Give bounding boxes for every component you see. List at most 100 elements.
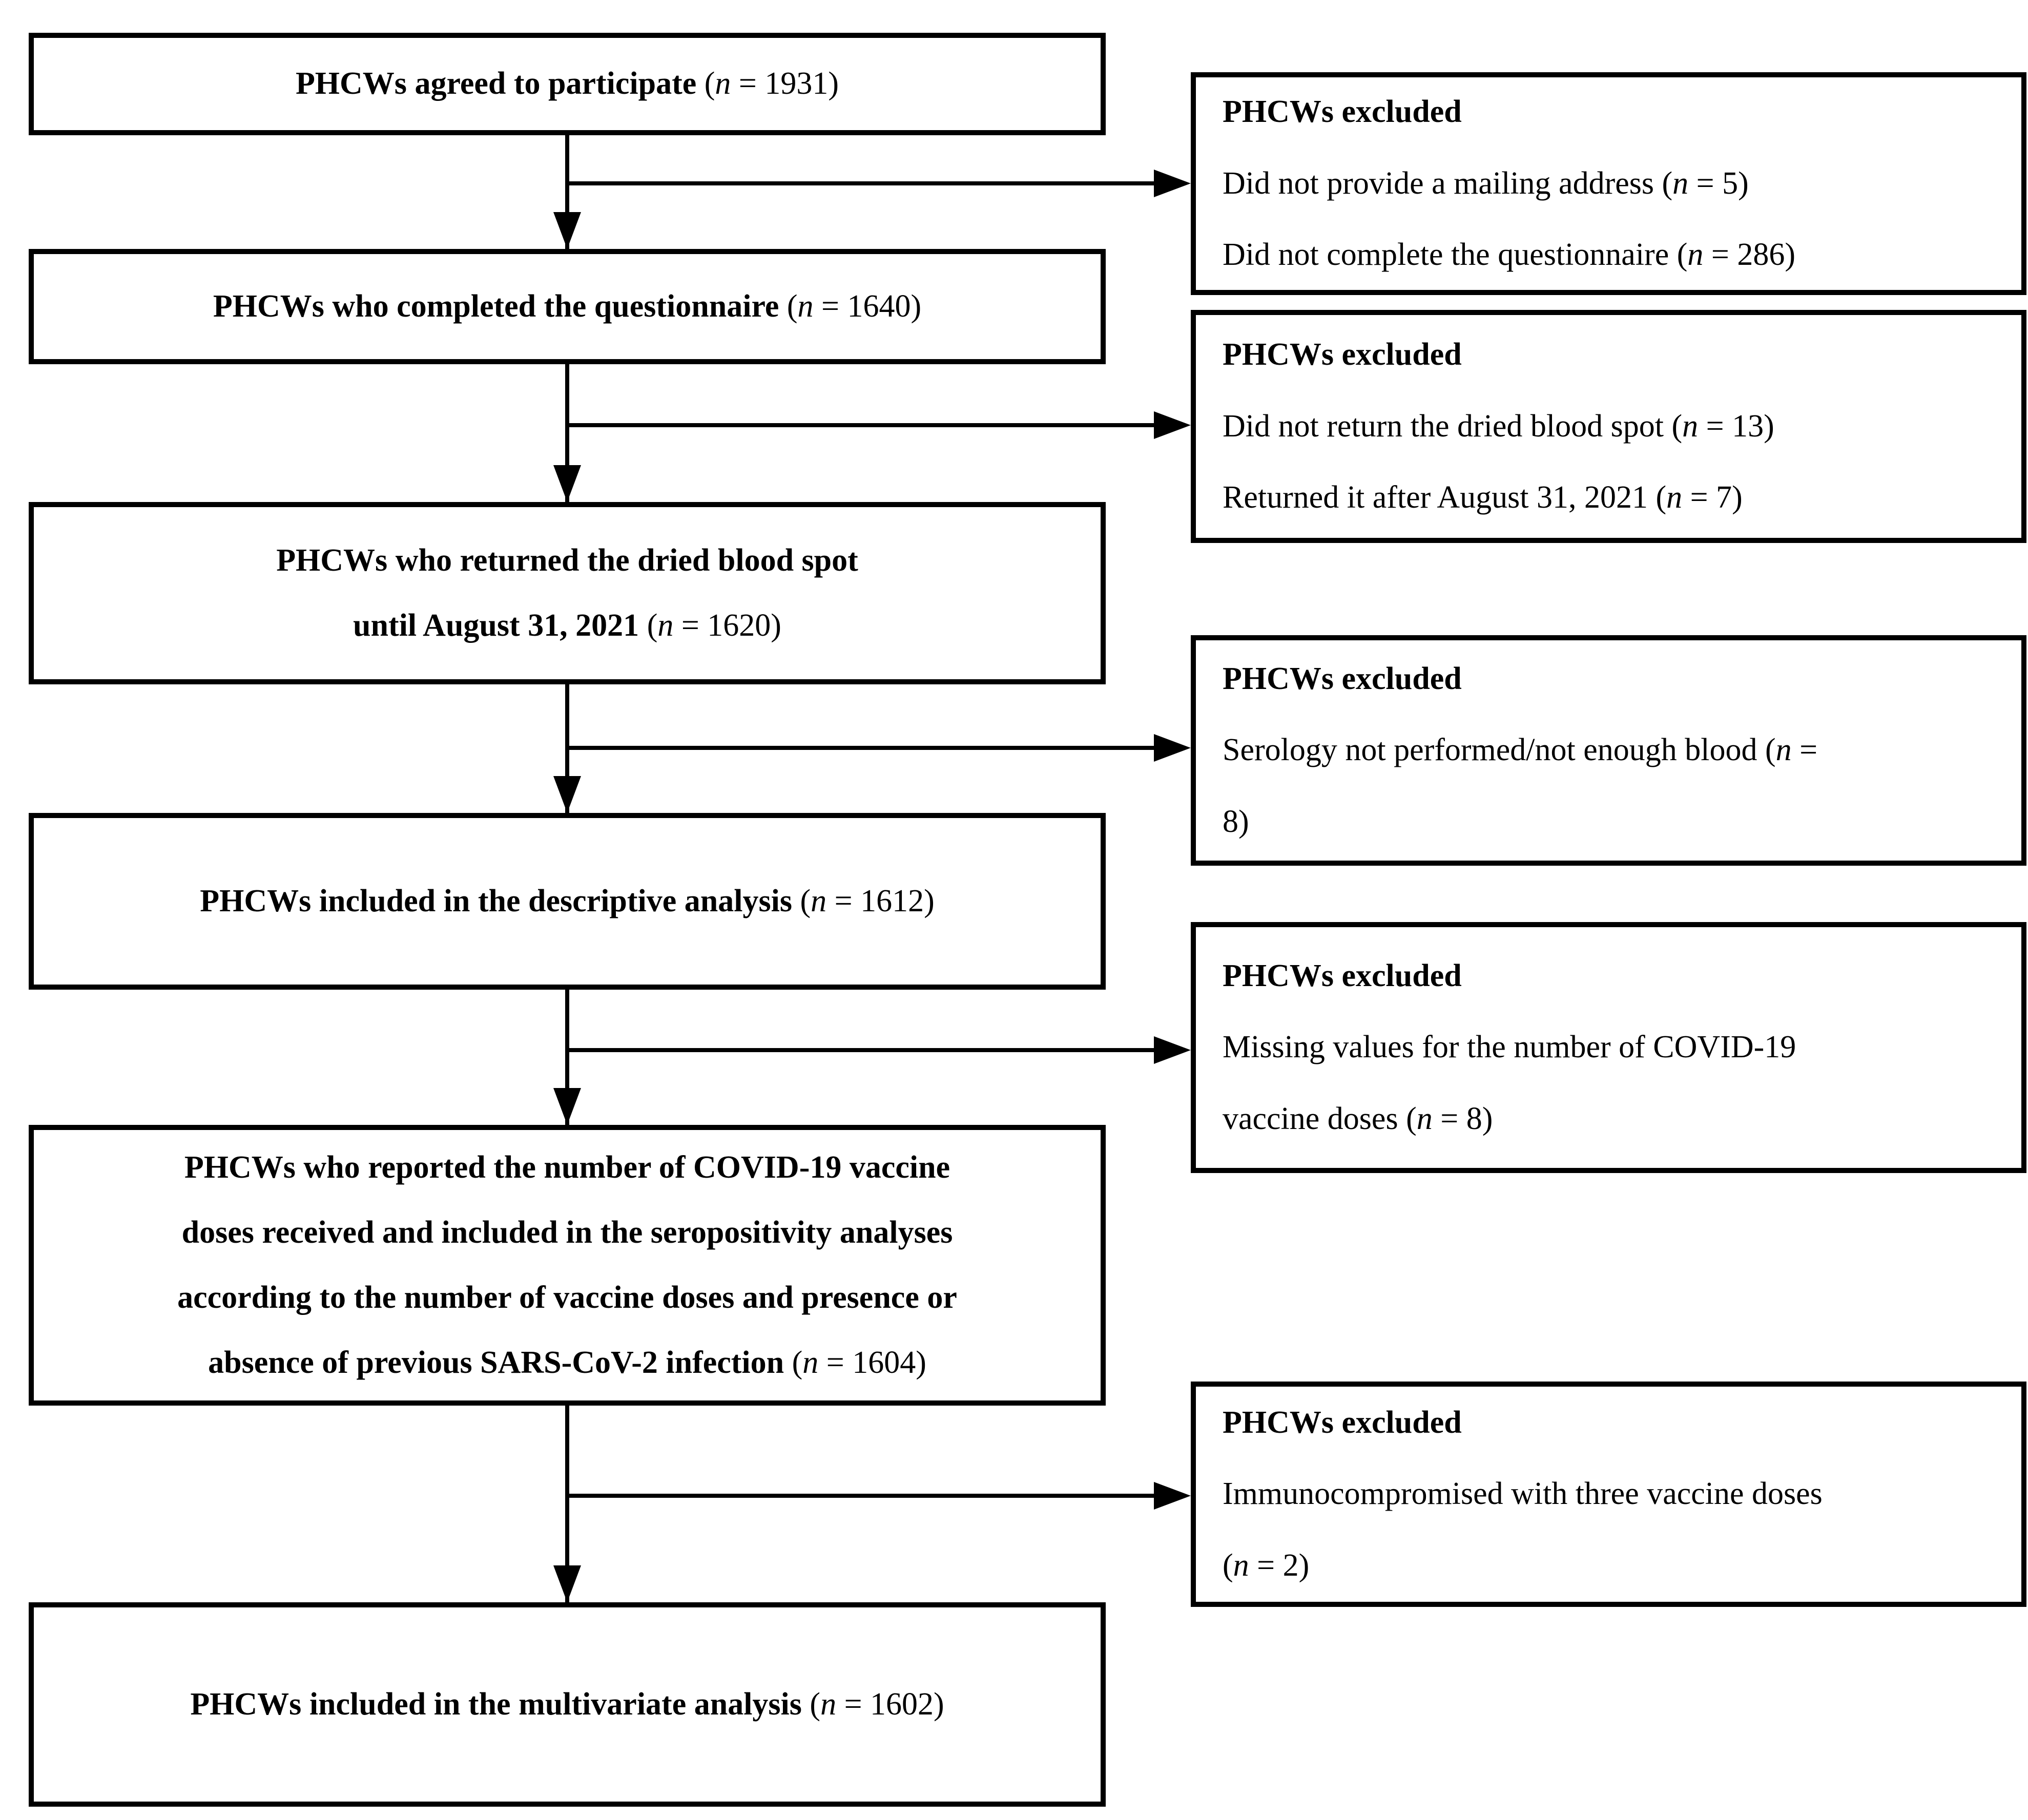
exclusion-header: PHCWs excluded	[1223, 1405, 1462, 1440]
flow-box-descriptive-analysis: PHCWs included in the descriptive analys…	[29, 813, 1106, 990]
box-line: doses received and included in the serop…	[39, 1200, 1095, 1265]
down-arrowhead-3	[553, 776, 581, 813]
box-text: (	[647, 608, 658, 643]
exclusion-header: PHCWs excluded	[1223, 958, 1462, 993]
exclusion-header: PHCWs excluded	[1223, 94, 1462, 130]
box-line: PHCWs agreed to participate (n = 1931)	[39, 51, 1095, 116]
exclusion-line: Immunocompromised with three vaccine dos…	[1223, 1458, 2003, 1530]
flow-box-seropositivity-analyses: PHCWs who reported the number of COVID-1…	[29, 1125, 1106, 1406]
vertical-connector-1	[565, 135, 569, 249]
box-line: PHCWs included in the descriptive analys…	[39, 869, 1095, 934]
exclusion-line: Did not complete the questionnaire (n = …	[1223, 219, 2003, 291]
flow-box-questionnaire: PHCWs who completed the questionnaire (n…	[29, 249, 1106, 364]
box-text: = 1604)	[818, 1345, 926, 1380]
exclusion-line: Returned it after August 31, 2021 (n = 7…	[1223, 462, 2003, 534]
exclusion-text: (	[1765, 733, 1776, 768]
box-line: until August 31, 2021 (n = 1620)	[39, 593, 1095, 658]
exclusion-box-4: PHCWs excluded Missing values for the nu…	[1191, 922, 2026, 1173]
exclusion-text: (	[1655, 480, 1667, 515]
exclusion-text: = 2)	[1249, 1547, 1310, 1583]
right-arrowhead-2	[1154, 411, 1191, 439]
branch-line-5	[567, 1494, 1154, 1498]
flow-box-participate: PHCWs agreed to participate (n = 1931)	[29, 33, 1106, 135]
right-arrowhead-4	[1154, 1036, 1191, 1064]
exclusion-text: = 5)	[1688, 165, 1749, 201]
exclusion-box-3: PHCWs excluded Serology not performed/no…	[1191, 635, 2026, 866]
down-arrowhead-4	[553, 1088, 581, 1125]
exclusion-line: (n = 2)	[1223, 1530, 2003, 1602]
exclusion-text-n: n	[1682, 408, 1699, 444]
down-arrowhead-1	[553, 212, 581, 249]
box-text-bold: PHCWs who reported the number of COVID-1…	[184, 1149, 950, 1185]
down-arrowhead-2	[553, 465, 581, 502]
exclusion-text-n: n	[1233, 1547, 1249, 1583]
box-text: (	[810, 1686, 821, 1722]
right-arrowhead-3	[1154, 734, 1191, 762]
exclusion-text: (	[1671, 408, 1683, 444]
exclusion-header: PHCWs excluded	[1223, 661, 1462, 696]
box-text: = 1612)	[826, 883, 935, 918]
box-text-bold: PHCWs included in the descriptive analys…	[200, 883, 800, 918]
box-text-bold: absence of previous SARS-CoV-2 infection	[208, 1345, 792, 1380]
exclusion-text: Returned it after August 31, 2021	[1223, 480, 1656, 515]
box-text-bold: PHCWs agreed to participate	[295, 66, 705, 101]
exclusion-text: Missing values for the number of COVID-1…	[1223, 1030, 1796, 1065]
down-arrowhead-5	[553, 1565, 581, 1602]
exclusion-text: Did not return the dried blood spot	[1223, 408, 1672, 444]
exclusion-header: PHCWs excluded	[1223, 337, 1462, 372]
exclusion-line: 8)	[1223, 786, 2003, 858]
box-text-n: n	[820, 1686, 837, 1722]
branch-line-4	[567, 1048, 1154, 1052]
exclusion-text: (	[1662, 165, 1673, 201]
exclusion-text: Did not complete the questionnaire	[1223, 237, 1677, 273]
exclusion-text: = 8)	[1432, 1101, 1493, 1136]
box-text-n: n	[811, 883, 827, 918]
box-text: = 1620)	[673, 608, 781, 643]
box-text: (	[792, 1345, 803, 1380]
vertical-connector-5	[565, 1406, 569, 1602]
box-text-bold: PHCWs who completed the questionnaire	[213, 288, 787, 324]
branch-line-2	[567, 423, 1154, 427]
branch-line-3	[567, 746, 1154, 750]
box-text: (	[800, 883, 811, 918]
exclusion-box-1: PHCWs excluded Did not provide a mailing…	[1191, 72, 2026, 295]
vertical-connector-2	[565, 364, 569, 502]
right-arrowhead-1	[1154, 170, 1191, 197]
exclusion-line: Missing values for the number of COVID-1…	[1223, 1012, 2003, 1083]
box-text-n: n	[797, 288, 814, 324]
box-text: = 1640)	[813, 288, 922, 324]
box-text: (	[704, 66, 715, 101]
exclusion-text-n: n	[1687, 237, 1704, 273]
exclusion-line: vaccine doses (n = 8)	[1223, 1083, 2003, 1155]
exclusion-box-2: PHCWs excluded Did not return the dried …	[1191, 310, 2026, 543]
box-line: absence of previous SARS-CoV-2 infection…	[39, 1330, 1095, 1395]
vertical-connector-4	[565, 990, 569, 1125]
exclusion-text-n: n	[1775, 733, 1792, 768]
box-text-n: n	[715, 66, 731, 101]
box-text: = 1931)	[731, 66, 839, 101]
exclusion-box-5: PHCWs excluded Immunocompromised with th…	[1191, 1382, 2026, 1607]
box-text-bold: until August 31, 2021	[353, 608, 647, 643]
box-line: PHCWs who returned the dried blood spot	[39, 528, 1095, 593]
right-arrowhead-5	[1154, 1482, 1191, 1510]
exclusion-text: 8)	[1223, 804, 1249, 839]
exclusion-line: Serology not performed/not enough blood …	[1223, 715, 2003, 786]
exclusion-text: = 7)	[1682, 480, 1743, 515]
exclusion-text: (	[1223, 1547, 1233, 1583]
box-line: PHCWs included in the multivariate analy…	[39, 1672, 1095, 1737]
exclusion-text: = 286)	[1703, 237, 1795, 273]
exclusion-text-n: n	[1666, 480, 1683, 515]
exclusion-text: (	[1677, 237, 1688, 273]
exclusion-text-n: n	[1672, 165, 1689, 201]
exclusion-line: Did not provide a mailing address (n = 5…	[1223, 148, 2003, 220]
box-text: = 1602)	[836, 1686, 944, 1722]
box-line: PHCWs who reported the number of COVID-1…	[39, 1135, 1095, 1200]
box-line: according to the number of vaccine doses…	[39, 1265, 1095, 1330]
exclusion-text: Immunocompromised with three vaccine dos…	[1223, 1476, 1823, 1512]
exclusion-text-n: n	[1416, 1101, 1433, 1136]
box-text-bold: according to the number of vaccine doses…	[177, 1280, 957, 1315]
exclusion-text: Did not provide a mailing address	[1223, 165, 1662, 201]
exclusion-text: vaccine doses	[1223, 1101, 1406, 1136]
exclusion-line: Did not return the dried blood spot (n =…	[1223, 391, 2003, 463]
box-text-n: n	[657, 608, 674, 643]
